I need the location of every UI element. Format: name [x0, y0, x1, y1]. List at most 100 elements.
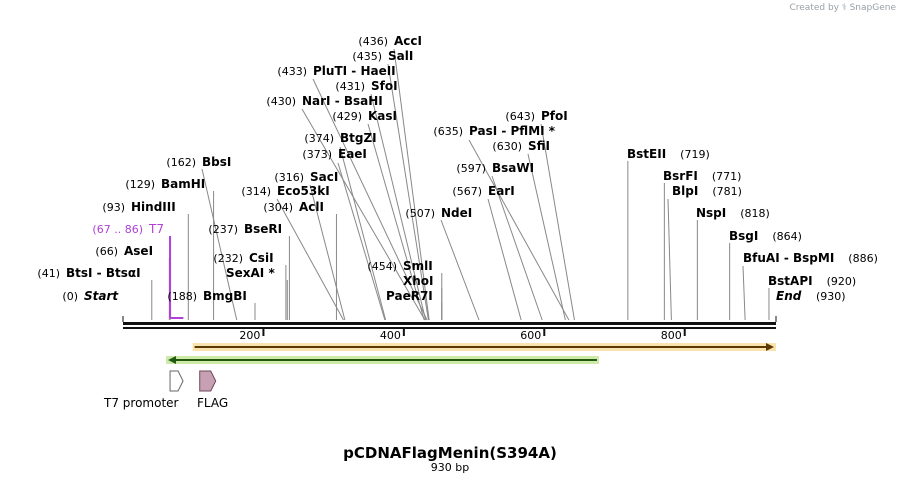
- site-pos-bsgi: (864): [772, 230, 802, 243]
- site-name-xhoi[interactable]: XhoI: [403, 274, 434, 288]
- site-leader-bfuai-bspmi: [742, 265, 746, 321]
- site-name-btgzi[interactable]: BtgZI: [340, 131, 377, 145]
- site-pos-sfoi: (431): [335, 80, 365, 93]
- ruler-label-400: 400: [380, 329, 401, 342]
- site-pos-eari: (567): [452, 185, 482, 198]
- site-name-start[interactable]: Start: [84, 289, 119, 303]
- site-pos-csii: (232): [213, 252, 243, 265]
- site-name-nspi[interactable]: NspI: [696, 206, 726, 220]
- site-pos-sali: (435): [352, 50, 382, 63]
- site-name-pasi-pflmi[interactable]: PasI - PflMI *: [469, 124, 556, 138]
- flag-glyph: [199, 370, 217, 392]
- site-pos-bsteii: (719): [680, 148, 710, 161]
- site-name-eco53ki[interactable]: Eco53kI: [277, 184, 330, 198]
- site-name-acli[interactable]: AclI: [299, 200, 324, 214]
- site-leader-sfoi: [370, 93, 427, 321]
- site-pos-bseri: (237): [208, 223, 238, 236]
- site-pos-saci: (316): [274, 171, 304, 184]
- backbone-bottom: [123, 327, 776, 329]
- site-name-bsrfi[interactable]: BsrFI: [663, 169, 698, 183]
- site-name-bsteii[interactable]: BstEII: [627, 147, 666, 161]
- site-leader-pasi-pflmi: [468, 139, 570, 321]
- site-pos-start: (0): [62, 290, 78, 303]
- ruler-label-600: 600: [520, 329, 541, 342]
- feature-label-t7-promoter[interactable]: T7 promoter: [104, 396, 179, 410]
- site-name-t7[interactable]: T7: [148, 222, 164, 236]
- site-name-end[interactable]: End: [776, 289, 802, 303]
- site-pos-bsawi: (597): [456, 162, 486, 175]
- site-name-bamhi[interactable]: BamHI: [161, 177, 205, 191]
- site-labels: Start(0)BtsI - BtsαI(41)AseI(66)T7(67 ..…: [37, 34, 877, 303]
- site-name-bseri[interactable]: BseRI: [244, 222, 282, 236]
- site-pos-nspi: (818): [740, 207, 770, 220]
- site-name-kasi[interactable]: KasI: [368, 109, 397, 123]
- site-pos-smli: (454): [367, 260, 397, 273]
- snapgene-credit: Created by ⚕ SnapGene: [789, 3, 896, 13]
- site-name-hindiii[interactable]: HindIII: [131, 200, 176, 214]
- t7-promoter-glyph: [169, 370, 184, 392]
- site-name-blpi[interactable]: BlpI: [672, 184, 698, 198]
- site-pos-bstapi: (920): [827, 275, 857, 288]
- site-name-bstapi[interactable]: BstAPI: [768, 274, 813, 288]
- site-pos-nari-bsahi: (430): [266, 95, 296, 108]
- feature-label-flag[interactable]: FLAG: [197, 396, 229, 410]
- site-leader-btgzi: [339, 146, 387, 321]
- site-name-bbsi[interactable]: BbsI: [202, 155, 231, 169]
- site-name-acci[interactable]: AccI: [394, 34, 422, 48]
- site-name-sexai[interactable]: SexAI *: [226, 266, 275, 280]
- site-name-sfii[interactable]: SfiI: [528, 139, 550, 153]
- site-name-bsgi[interactable]: BsgI: [729, 229, 758, 243]
- site-pos-t7: (67 .. 86): [92, 223, 143, 236]
- site-pos-ndei: (507): [405, 207, 435, 220]
- site-pos-pluti-haeii: (433): [277, 65, 307, 78]
- orange-orf-arrow-head: [766, 343, 774, 351]
- site-pos-eco53ki: (314): [241, 185, 271, 198]
- site-name-nari-bsahi[interactable]: NarI - BsaHI: [302, 94, 383, 108]
- site-name-pfoi[interactable]: PfoI: [541, 109, 568, 123]
- site-name-csii[interactable]: CsiI: [249, 251, 274, 265]
- site-name-saci[interactable]: SacI: [310, 170, 338, 184]
- site-name-bfuai-bspmi[interactable]: BfuAI - BspMI: [743, 251, 834, 265]
- backbone-top: [123, 322, 776, 325]
- site-name-eaei[interactable]: EaeI: [338, 147, 367, 161]
- plasmid-length: 930 bp: [430, 461, 470, 474]
- site-pos-bfuai-bspmi: (886): [848, 252, 878, 265]
- orf-arrows: [166, 343, 776, 364]
- site-pos-asei: (66): [95, 245, 118, 258]
- site-lines: [151, 48, 770, 321]
- site-name-paer7i[interactable]: PaeR7I: [386, 289, 433, 303]
- site-name-bsawi[interactable]: BsaWI: [492, 161, 534, 175]
- site-leader-sali: [387, 63, 429, 321]
- site-name-asei[interactable]: AseI: [124, 244, 153, 258]
- site-pos-acli: (304): [263, 201, 293, 214]
- site-pos-hindiii: (93): [102, 201, 125, 214]
- ruler-label-200: 200: [239, 329, 260, 342]
- site-name-pluti-haeii[interactable]: PluTI - HaeII: [313, 64, 396, 78]
- site-name-sali[interactable]: SalI: [388, 49, 413, 63]
- plasmid-title: pCDNAFlagMenin(S394A): [343, 444, 557, 462]
- site-name-ndei[interactable]: NdeI: [441, 206, 472, 220]
- site-pos-bsrfi: (771): [712, 170, 742, 183]
- site-leader-eari: [487, 198, 522, 321]
- site-name-sfoi[interactable]: SfoI: [371, 79, 398, 93]
- site-name-eari[interactable]: EarI: [488, 184, 515, 198]
- site-leader-eaei: [337, 162, 386, 321]
- site-pos-bmgbi: (188): [167, 290, 197, 303]
- site-leader-bbsi: [201, 168, 238, 321]
- site-pos-blpi: (781): [712, 185, 742, 198]
- site-pos-bamhi: (129): [125, 178, 155, 191]
- site-pos-eaei: (373): [302, 148, 332, 161]
- site-pos-bbsi: (162): [166, 156, 196, 169]
- site-leader-bsawi: [491, 175, 543, 321]
- site-pos-end: (930): [816, 290, 846, 303]
- site-name-btsi-bts-i[interactable]: BtsI - BtsαI: [66, 266, 141, 280]
- site-leader-blpi: [667, 198, 672, 321]
- site-pos-acci: (436): [358, 35, 388, 48]
- site-pos-pfoi: (643): [505, 110, 535, 123]
- site-name-smli[interactable]: SmlI: [403, 259, 433, 273]
- site-leader-ndei: [440, 219, 480, 321]
- site-name-bmgbi[interactable]: BmgBI: [203, 289, 247, 303]
- site-leader-pfoi: [540, 123, 575, 321]
